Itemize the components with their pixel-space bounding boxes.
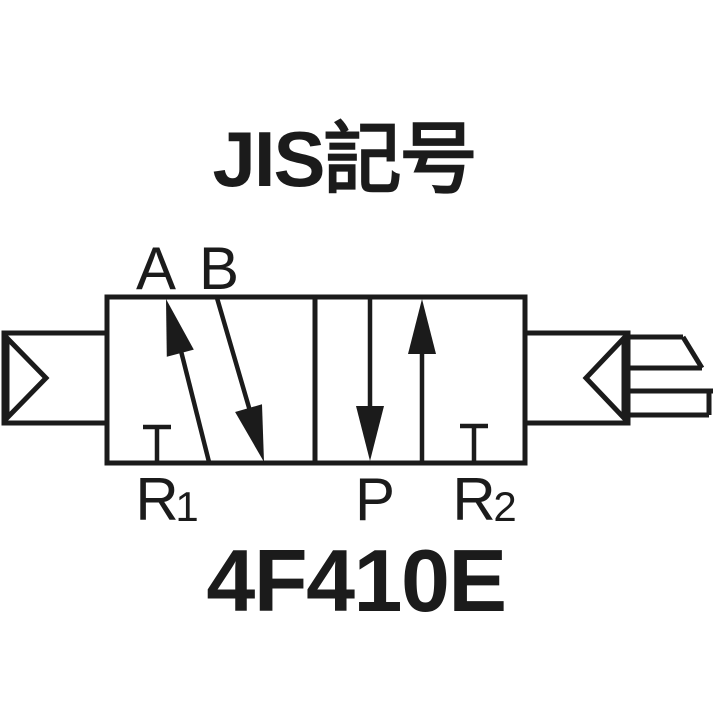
port-label-p: P (355, 466, 395, 533)
arrowhead-down-icon (356, 406, 384, 461)
port-label-r2-subscript: 2 (493, 483, 516, 530)
port-label-r2: R (452, 466, 495, 533)
port-label-a: A (136, 235, 176, 302)
left-pilot-actuator (1, 330, 110, 426)
flow-arrow-up-diagonal (166, 299, 212, 463)
solenoid-diagonal-line (680, 335, 705, 370)
right-pilot-box (522, 330, 631, 426)
arrow-shaft (178, 350, 212, 463)
port-label-r1-subscript: 1 (175, 483, 198, 530)
figure-title: JIS記号 (212, 115, 475, 203)
arrowhead-up-icon (408, 299, 436, 354)
arrow-shaft (214, 297, 253, 412)
right-pilot-actuator (522, 330, 631, 426)
flow-arrow-up-vertical (408, 299, 436, 462)
flow-arrow-down-diagonal (214, 297, 264, 462)
port-label-b: B (199, 235, 239, 302)
blocked-port-symbol-right (460, 423, 488, 461)
model-number: 4F410E (206, 531, 505, 630)
pilot-triangle-right-pointing-icon (4, 331, 50, 425)
arrowhead-down-icon (235, 404, 264, 462)
blocked-port-symbol-left (143, 424, 171, 461)
pilot-triangle-left-pointing-icon (582, 331, 627, 425)
arrowhead-up-icon (166, 299, 194, 357)
flow-arrow-down-vertical (356, 297, 384, 461)
solenoid-symbol (628, 334, 713, 418)
port-label-r1: R (135, 466, 178, 533)
